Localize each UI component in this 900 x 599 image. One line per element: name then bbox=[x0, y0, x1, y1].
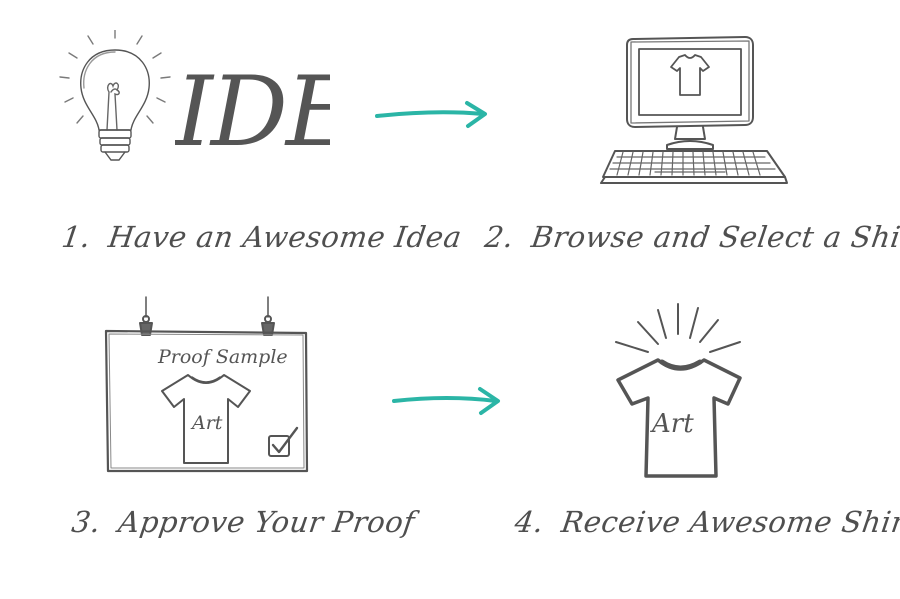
step-4-text: Receive Awesome Shirts! bbox=[559, 505, 900, 539]
idea-text: IDEA bbox=[175, 56, 330, 160]
step-1-text: Have an Awesome Idea bbox=[106, 220, 464, 254]
proof-art-label: Art bbox=[190, 412, 223, 434]
proof-sheet-icon: Proof Sample Art bbox=[104, 296, 309, 473]
lightbulb-icon bbox=[59, 30, 171, 161]
step-2-text: Browse and Select a Shirt bbox=[529, 220, 900, 254]
arrow-right-icon bbox=[392, 387, 500, 415]
step-2-caption: 2. Browse and Select a Shirt bbox=[483, 220, 900, 254]
step-3-text: Approve Your Proof bbox=[116, 505, 418, 539]
computer-icon bbox=[600, 36, 788, 184]
step-4-number: 4. bbox=[512, 505, 547, 539]
shirt-art-label: Art bbox=[650, 409, 694, 439]
arrow-right-icon bbox=[375, 101, 487, 128]
step-3-caption: 3. Approve Your Proof bbox=[70, 505, 417, 539]
step-2-number: 2. bbox=[482, 220, 517, 254]
proof-title: Proof Sample bbox=[157, 346, 288, 368]
step-1-caption: 1. Have an Awesome Idea bbox=[60, 220, 464, 254]
idea-word: IDEA bbox=[175, 56, 330, 160]
shirt-icon: Art bbox=[615, 303, 742, 478]
step-1-number: 1. bbox=[59, 220, 94, 254]
step-4-caption: 4. Receive Awesome Shirts! bbox=[513, 505, 900, 539]
step-3-number: 3. bbox=[69, 505, 104, 539]
